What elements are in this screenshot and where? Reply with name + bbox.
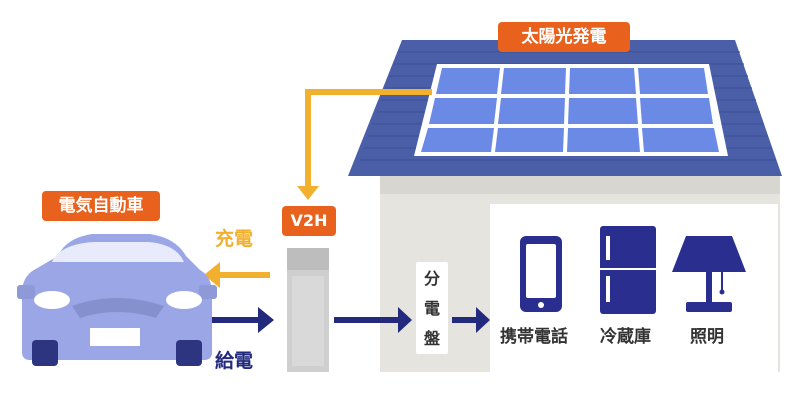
v2h-charger-icon [287, 248, 329, 372]
charge-arrow [204, 262, 270, 288]
v2h-badge: V2H [282, 206, 336, 236]
supply-label: 給電 [215, 350, 254, 372]
smartphone-icon [520, 236, 562, 312]
car-icon [17, 234, 217, 366]
panel-to-appliances-arrow [452, 307, 490, 333]
ev-badge: 電気自動車 [42, 191, 160, 221]
panel-board-char: 分 [423, 269, 440, 288]
appliance-label-light: 照明 [690, 327, 724, 347]
solar-power-badge: 太陽光発電 [498, 22, 630, 52]
charge-label: 充電 [215, 228, 254, 250]
appliance-label-phone: 携帯電話 [500, 327, 568, 347]
solar-cells [421, 68, 719, 152]
refrigerator-icon [600, 226, 656, 314]
solar-panel-icon [414, 64, 728, 156]
appliance-label-fridge: 冷蔵庫 [600, 327, 651, 347]
lamp-icon [672, 236, 746, 312]
panel-board-char: 電 [423, 299, 440, 318]
v2h-to-panel-arrow [334, 307, 412, 333]
solar-to-v2h-arrow [297, 89, 432, 200]
supply-arrow [206, 307, 274, 333]
panel-board: 分 電 盤 [416, 262, 448, 354]
panel-board-char: 盤 [423, 329, 440, 348]
